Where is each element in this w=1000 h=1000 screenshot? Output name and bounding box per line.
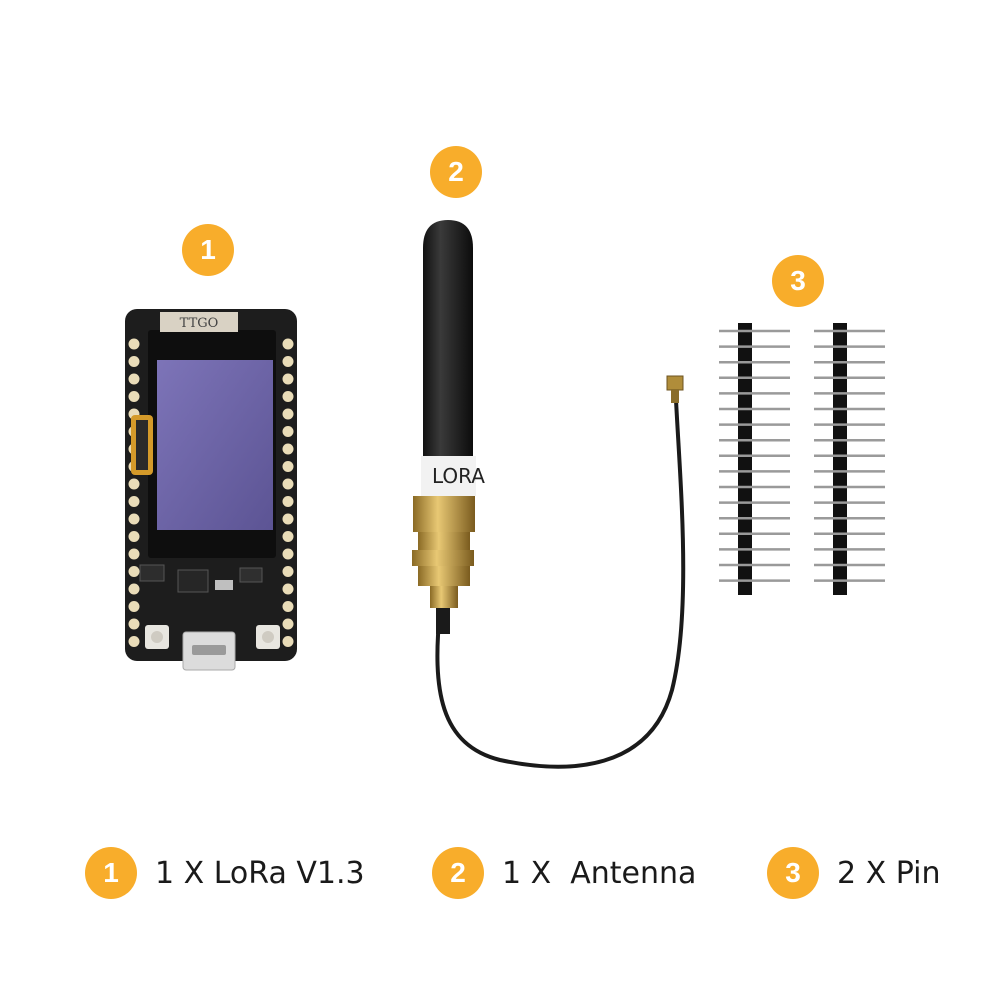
pin-hole [282,443,294,455]
board-silk-label: TTGO [180,316,219,331]
antenna: LORA [412,220,686,769]
pin-hole [128,618,140,630]
pin-hole [282,636,294,647]
pin-hole [128,373,140,385]
pin-hole [282,531,294,542]
smd-chip [139,564,165,582]
pin-hole [282,618,294,630]
sma-connector [413,496,475,532]
pin-hole [128,636,140,647]
pin-hole [128,356,140,367]
pin-hole [282,373,294,385]
pin-hole [128,601,140,612]
marker-board: 1 [182,224,234,276]
marker-pins: 3 [772,255,824,307]
pin-hole [128,548,140,560]
pin-hole [128,513,140,525]
pin-hole [282,408,294,420]
pin-hole [128,478,140,490]
caption-text: 1 X Antenna [502,855,697,891]
caption-badge: 3 [767,847,819,899]
pin-hole [128,391,140,402]
pin-hole [282,513,294,525]
antenna-label-sleeve [421,456,476,496]
ufl-connector [666,375,684,391]
marker-antenna: 2 [430,146,482,198]
caption-item-antenna: 2 1 X Antenna [432,845,696,901]
pin-hole [282,426,294,437]
pin-hole [282,583,294,595]
pin-hole [128,496,140,507]
pin-hole [282,478,294,490]
board-silk-plate [160,312,238,332]
caption-row: 1 1 X LoRa V1.3 2 1 X Antenna 3 2 X Pin [0,845,1000,901]
caption-item-board: 1 1 X LoRa V1.3 [85,845,365,901]
pin-hole [282,496,294,507]
pin-hole [128,338,140,350]
antenna-label: LORA [432,464,485,488]
antenna-cable [435,399,686,769]
pin-header-left [719,323,790,595]
oled-screen [157,360,273,530]
caption-item-pins: 3 2 X Pin [767,845,941,901]
caption-text: 1 X LoRa V1.3 [155,855,365,891]
pin-hole [128,566,140,577]
pin-hole [128,583,140,595]
pin-hole [282,338,294,350]
header-body [738,323,752,595]
pin-hole [282,548,294,560]
lora-board: TTGO [125,309,297,671]
pin-hole [282,356,294,367]
pin-hole [128,531,140,542]
caption-text: 2 X Pin [837,855,941,891]
board-pin-holes-right [282,338,294,647]
antenna-whip [423,220,473,456]
pin-header-right [814,323,885,595]
pin-hole [282,391,294,402]
pin-hole [282,601,294,612]
caption-badge: 2 [432,847,484,899]
pin-hole [282,566,294,577]
caption-badge: 1 [85,847,137,899]
pin-hole [282,461,294,472]
header-body [833,323,847,595]
